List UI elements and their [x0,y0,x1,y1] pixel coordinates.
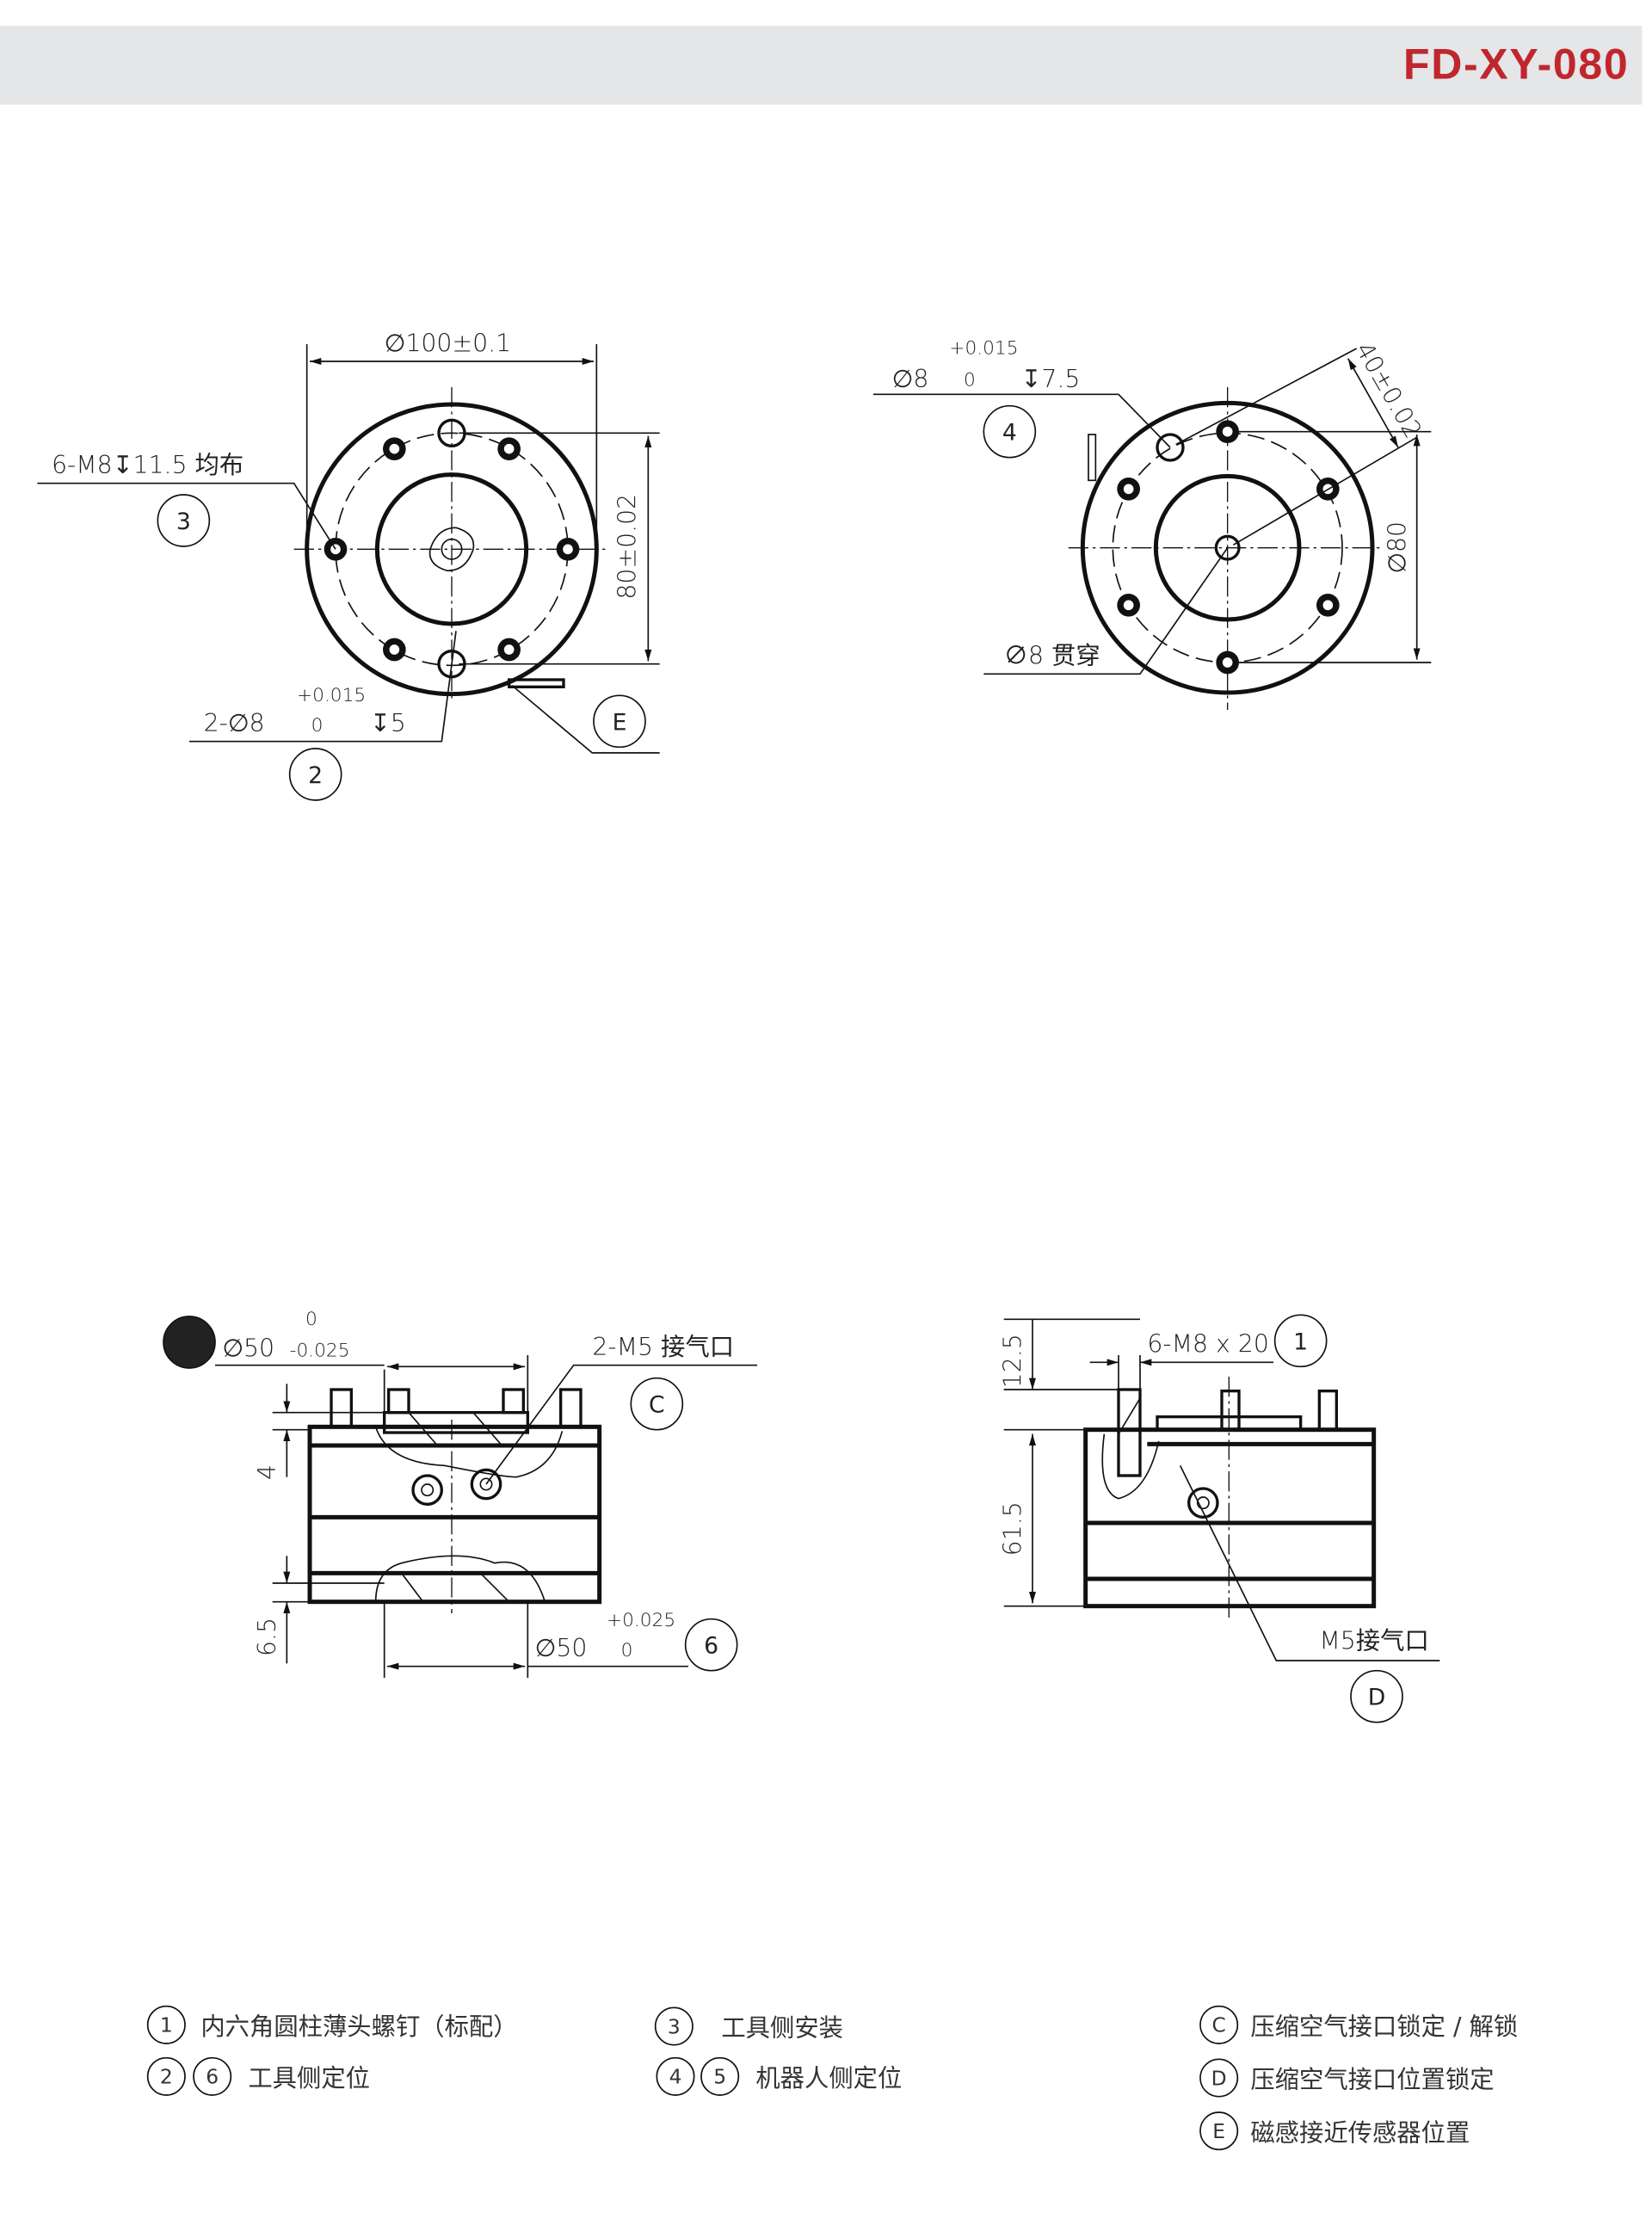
bubble-5 [163,1316,216,1369]
legend-item-d: D 压缩空气接口位置锁定 [1199,2058,1495,2098]
legend-item-2-6: 2 6 工具侧定位 [146,2056,370,2096]
pin-tolerance-upper: +0.015 [949,338,1018,360]
air-port [470,1468,502,1501]
bubble-2-label: 2 [308,762,323,789]
through-hole-note: ∅8 贯穿 [1004,642,1100,670]
bubble-c-label: C [649,1392,665,1419]
bolt-holes [1117,420,1340,675]
bore-tolerance-upper: +0.025 [607,1610,675,1631]
dim-bottom-height: 6.5 [253,1618,281,1656]
pin-depth: ↧7.5 [1021,365,1081,393]
bubble-4 [983,404,1037,459]
top-right-view: +0.015 ∅8 0 ↧7.5 4 40±0.02 ∅80 ∅8 贯穿 [872,337,1432,710]
model-title: FD-XY-080 [1403,40,1629,89]
legend-item-c: C 压缩空气接口锁定 / 解锁 [1199,2005,1518,2044]
legend-text: 工具侧安装 [721,2014,843,2043]
dim-outer-diameter: ∅100±0.1 [385,329,512,357]
bubble-5-label: 5 [182,1330,197,1357]
pin-depth: ↧5 [370,709,406,737]
legend-item-e: E 磁感接近传感器位置 [1199,2111,1470,2151]
legend-text: 内六角圆柱薄头螺钉（标配） [200,2013,517,2041]
legend-text: 机器人侧定位 [755,2064,902,2093]
locating-pins [330,1388,583,1428]
pin-tolerance-lower: 0 [964,369,976,391]
legend-text: 压缩空气接口位置锁定 [1250,2066,1494,2094]
locating-pin [1317,1389,1338,1432]
bore-diameter: ∅50 [535,1634,588,1662]
locating-pin-hole [1156,433,1185,462]
center-through-hole [1214,534,1241,561]
proximity-sensor [1088,434,1097,482]
legend-mark: 3 [668,2014,681,2038]
legend-mark: D [1211,2066,1227,2090]
bubble-4-label: 4 [1002,420,1017,447]
air-port-note: M5接气口 [1319,1627,1428,1655]
bubble-d-label: D [1368,1685,1386,1711]
dim-pin-offset: 40±0.02 [1350,337,1427,443]
bubble-c [630,1377,684,1431]
header-band: FD-XY-080 [0,26,1643,105]
bore-tolerance-lower: 0 [621,1640,633,1661]
legend-mark: C [1212,2013,1226,2037]
dim-pin-spacing: 80±0.02 [613,494,641,600]
boss-tolerance-upper: 0 [305,1309,317,1330]
bubble-d [1350,1669,1403,1723]
bottom-right-view: 12.5 61.5 6-M8 x 20 1 M5接气口 D [999,1314,1440,1723]
bubble-6-label: 6 [704,1633,718,1660]
bubble-3 [157,494,211,547]
legend-mark: 5 [713,2065,726,2089]
legend-item-1: 1 内六角圆柱薄头螺钉（标配） [146,2005,518,2044]
legend-mark: E [1212,2119,1225,2143]
pin-diameter: ∅8 [892,365,929,393]
bubble-3-label: 3 [176,509,191,535]
thread-note: 6-M8↧11.5 均布 [52,451,243,479]
legend: 1 内六角圆柱薄头螺钉（标配） 2 6 工具侧定位 3 工具侧安装 4 5 机器… [146,2005,1518,2151]
legend-mark: 1 [160,2013,173,2037]
boss-diameter: ∅50 [222,1334,274,1363]
bubble-6 [684,1618,738,1672]
top-left-view: ∅100±0.1 80±0.02 6-M8↧11.5 均布 3 +0.015 2… [37,329,660,801]
bottom-left-view: 5 ∅50 0 -0.025 2-M5 接气口 C 4 6.5 ∅50 +0.0… [163,1309,758,1678]
legend-mark: 4 [669,2065,682,2089]
proximity-sensor [508,678,565,688]
dim-bolt-circle: ∅80 [1383,521,1411,574]
legend-mark: 6 [206,2065,219,2089]
bubble-1 [1273,1314,1328,1368]
legend-text: 工具侧定位 [248,2064,370,2093]
air-port-note: 2-M5 接气口 [592,1333,734,1361]
center-hex-socket [428,527,475,572]
bubble-2 [288,748,342,801]
legend-item-4-5: 4 5 机器人侧定位 [656,2056,902,2096]
legend-text: 磁感接近传感器位置 [1250,2118,1470,2147]
pin-tolerance-upper: +0.015 [297,685,366,706]
pin-note: 2-∅8 [204,709,265,737]
boss-tolerance-lower: -0.025 [290,1341,350,1362]
legend-text: 压缩空气接口锁定 / 解锁 [1250,2013,1518,2041]
bubble-e [593,694,646,749]
dim-top-height: 4 [253,1464,281,1480]
pin-tolerance-lower: 0 [311,715,324,737]
locating-pin [1220,1389,1241,1432]
dim-pin-height: 12.5 [999,1334,1027,1388]
dim-body-height: 61.5 [999,1501,1027,1556]
legend-item-3: 3 工具侧安装 [654,2006,843,2046]
air-port [411,1474,444,1506]
screw-note: 6-M8 x 20 [1147,1330,1269,1359]
body-outline [307,1424,602,1605]
air-port [1187,1487,1219,1519]
legend-mark: 2 [160,2065,173,2089]
bubble-e-label: E [613,709,627,736]
bubble-1-label: 1 [1293,1328,1308,1355]
